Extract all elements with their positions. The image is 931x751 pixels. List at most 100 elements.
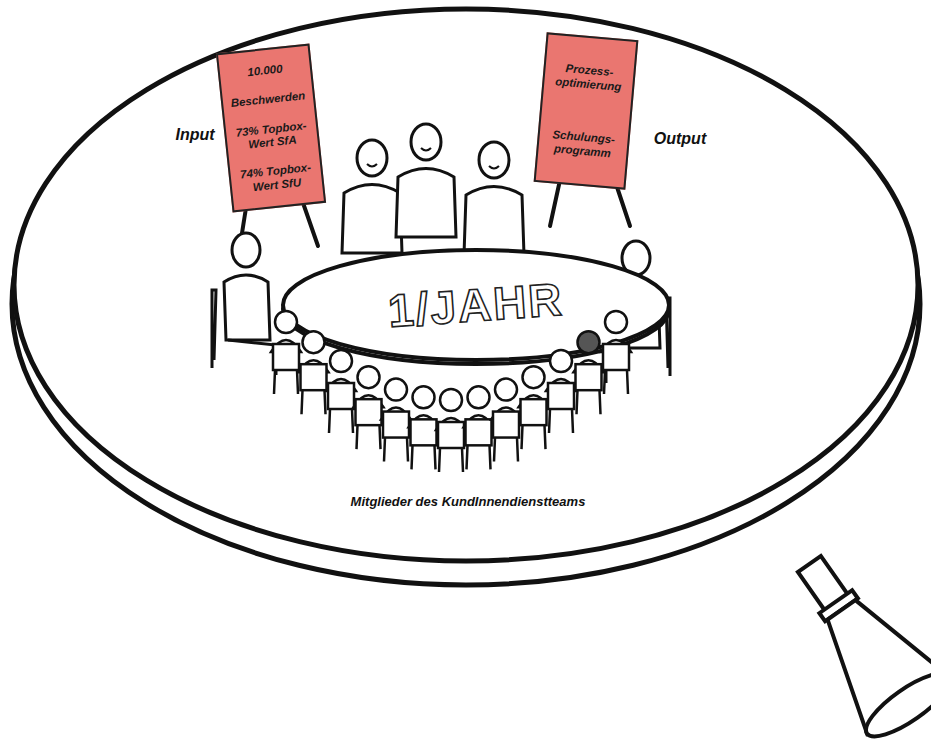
board-text: Prozess- optimierung <box>548 61 630 94</box>
person-back <box>464 415 494 427</box>
handle-end <box>858 663 931 747</box>
chair-back <box>466 419 492 445</box>
seated-person <box>519 366 549 449</box>
chair-legs <box>384 438 408 462</box>
person-back <box>354 395 384 407</box>
seated-person <box>409 386 439 469</box>
person-back <box>409 415 439 427</box>
person-back <box>574 360 604 372</box>
person-back <box>546 379 576 391</box>
board-text: 10.000 <box>224 60 307 82</box>
person-head <box>275 311 297 333</box>
chair-legs <box>412 445 436 469</box>
board-text: 73% Topbox- Wert SfA <box>230 119 314 154</box>
flipchart-board: Prozess- optimierungSchulungs- programm <box>534 32 639 189</box>
chair-back <box>273 344 299 370</box>
person-back <box>381 408 411 420</box>
people-group <box>271 311 631 472</box>
person-legs <box>228 340 276 375</box>
person-back <box>299 360 329 372</box>
standing-person <box>342 140 402 253</box>
person-body <box>464 187 524 256</box>
chair-back <box>521 399 547 425</box>
person-head <box>495 379 517 401</box>
easel-leg <box>550 180 560 226</box>
board-text: Beschwerden <box>227 89 310 111</box>
flow-label: Input <box>160 126 230 144</box>
person-head <box>468 386 490 408</box>
seated-person <box>574 331 604 414</box>
chair-legs <box>467 445 491 469</box>
chair-back <box>356 399 382 425</box>
caption-label: Mitglieder des KundInnendienstteams <box>318 494 618 509</box>
seated-person <box>381 379 411 462</box>
person-head <box>440 389 462 411</box>
person-back <box>326 379 356 391</box>
person-body <box>342 185 402 254</box>
chair-back <box>576 364 602 390</box>
chair-legs <box>494 438 518 462</box>
table-top <box>283 250 669 360</box>
chair-legs <box>522 425 546 449</box>
person-head <box>523 366 545 388</box>
board-text: 74% Topbox- Wert SfU <box>234 161 318 196</box>
person-head <box>411 124 441 160</box>
magnifier-handle <box>768 535 931 746</box>
person-smile <box>367 164 377 167</box>
seated-person <box>212 233 276 375</box>
person-back <box>519 395 549 407</box>
chair-legs <box>549 409 573 433</box>
standing-person <box>396 124 456 237</box>
person-head <box>357 140 387 176</box>
standing-person <box>464 142 524 255</box>
person-head <box>550 350 572 372</box>
person-smile <box>421 148 431 151</box>
chair-back <box>383 412 409 438</box>
chair-legs <box>357 425 381 449</box>
chair-back <box>328 383 354 409</box>
chair-legs <box>577 390 601 414</box>
seated-person <box>491 379 521 462</box>
person-legs <box>606 348 618 383</box>
person-head <box>578 331 600 353</box>
person-body <box>396 169 456 238</box>
person-head <box>479 142 509 178</box>
person-head <box>232 233 260 267</box>
person-smile <box>489 166 499 169</box>
easel-leg <box>302 200 318 246</box>
flow-label: Output <box>640 130 720 148</box>
chair-back <box>438 422 464 448</box>
chair-legs <box>439 448 463 472</box>
easel-leg <box>616 184 630 226</box>
flipchart-board: 10.000Beschwerden 73% Topbox- Wert SfA 74%… <box>216 44 326 213</box>
seated-person <box>271 311 301 394</box>
seated-person <box>601 311 631 394</box>
board-text: Schulungs- programm <box>542 128 624 161</box>
chair <box>212 290 216 368</box>
person-back <box>601 340 631 352</box>
seated-person <box>464 386 494 469</box>
person-back <box>271 340 301 352</box>
chair-legs <box>604 370 628 394</box>
chair-back <box>603 344 629 370</box>
person-back <box>436 418 466 430</box>
person-back <box>491 408 521 420</box>
seated-person <box>299 331 329 414</box>
chair-legs <box>302 390 326 414</box>
seated-person <box>546 350 576 433</box>
seated-person <box>326 350 356 433</box>
person-head <box>385 379 407 401</box>
chair-back <box>411 419 437 445</box>
chair-back <box>301 364 327 390</box>
chair-legs <box>274 370 298 394</box>
person-head <box>303 331 325 353</box>
chair-back <box>493 412 519 438</box>
person-head <box>413 386 435 408</box>
chair-back <box>548 383 574 409</box>
person-head <box>605 311 627 333</box>
person-head <box>358 366 380 388</box>
round-table: 1/JAHR <box>280 244 672 366</box>
